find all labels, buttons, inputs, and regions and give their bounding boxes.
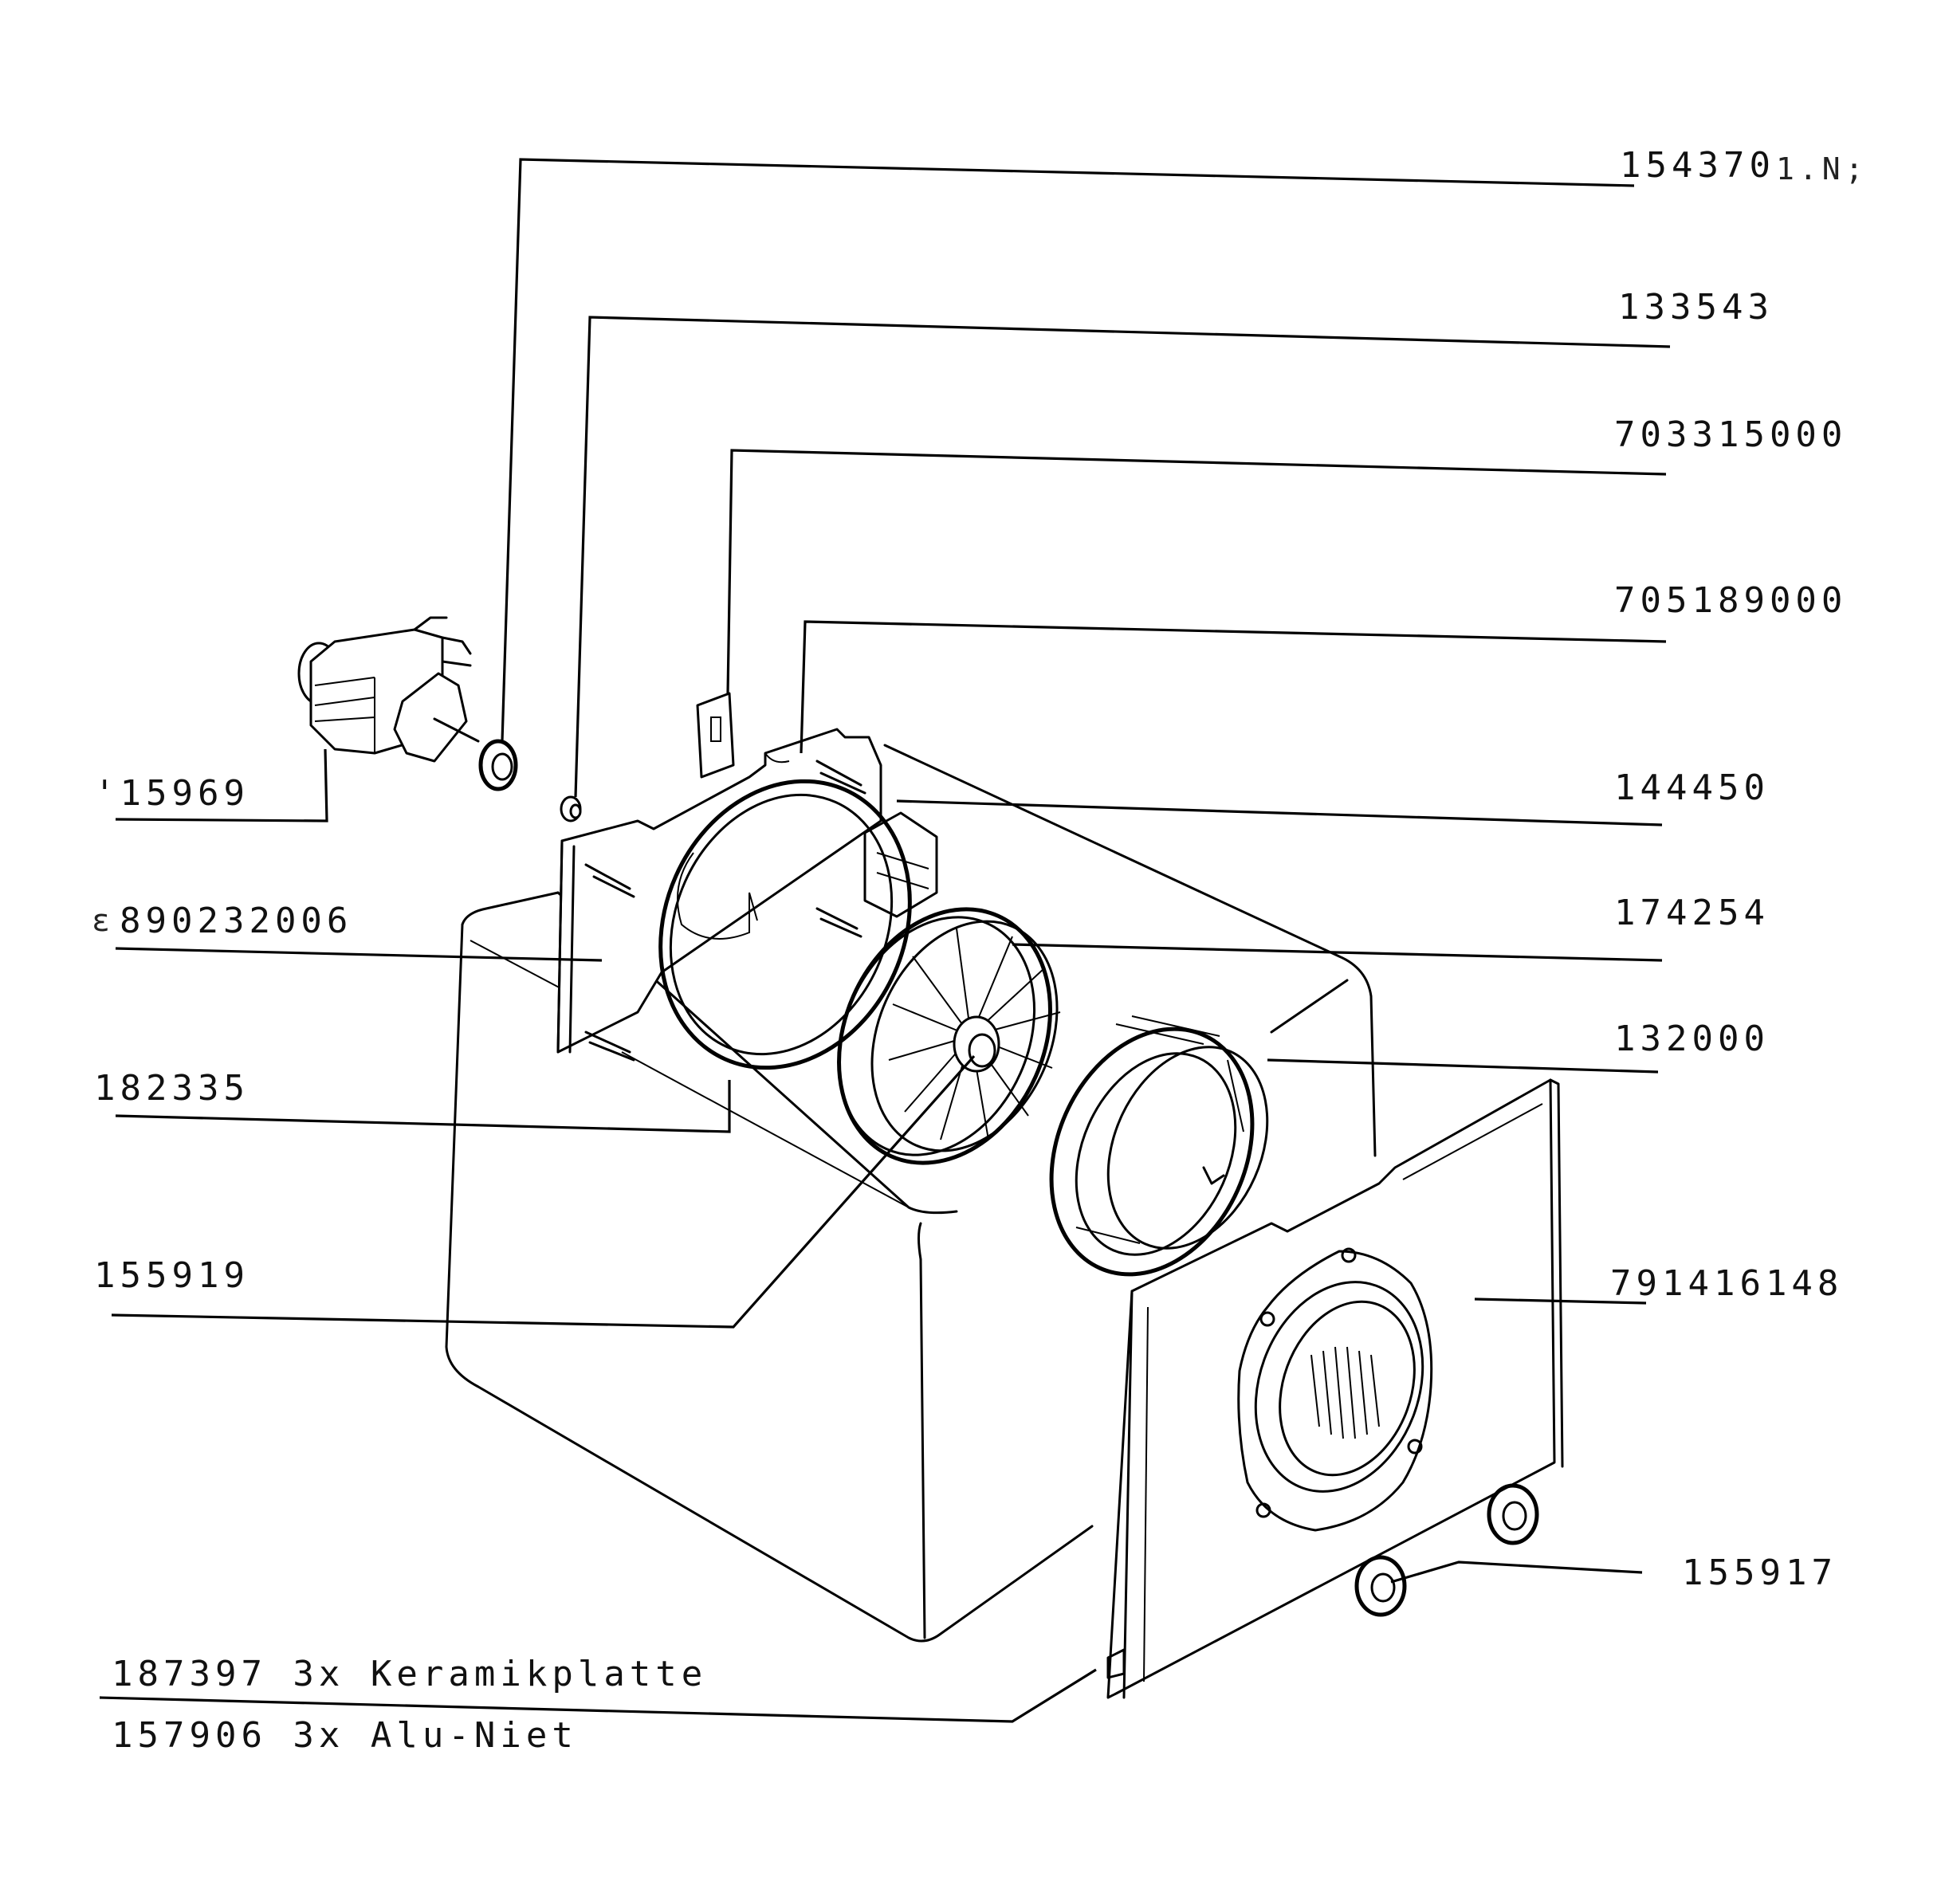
filter-ring — [1049, 1015, 1269, 1277]
front-panel — [1106, 1078, 1564, 1699]
leader-187397 — [99, 1668, 1097, 1723]
leader-703315000 — [726, 449, 1667, 694]
label-182335: 182335 — [94, 1068, 250, 1109]
label-155917: 155917 — [1682, 1553, 1837, 1593]
label-154370-note: 1.N; — [1776, 151, 1868, 186]
label-791416148: 791416148 — [1610, 1263, 1843, 1304]
leader-155919 — [111, 1054, 976, 1329]
leader-154370 — [501, 158, 1635, 742]
fan-wheel — [837, 907, 1061, 1165]
leader-791416148 — [1474, 1297, 1647, 1305]
label-154370: 154370 — [1620, 145, 1775, 186]
motor-assembly — [297, 616, 735, 822]
sealing-ring — [658, 779, 912, 1070]
label-115969: '15969 — [94, 773, 250, 814]
label-703315000: 703315000 — [1614, 414, 1847, 455]
leader-890232006 — [115, 947, 603, 962]
leader-115969 — [115, 748, 328, 822]
housing-box — [445, 744, 1377, 1643]
leader-174254 — [1012, 943, 1663, 962]
label-155919: 155919 — [94, 1255, 250, 1296]
leader-182335 — [115, 1080, 731, 1133]
label-705189000: 705189000 — [1614, 580, 1847, 621]
leader-705189000 — [800, 620, 1667, 754]
label-187397: 187397 3x Keramikplatte — [112, 1654, 707, 1694]
label-132000: 132000 — [1614, 1019, 1770, 1059]
label-174254: 174254 — [1614, 893, 1770, 933]
label-890232006-prefix: ε — [92, 903, 115, 938]
label-133543: 133543 — [1618, 287, 1774, 328]
label-890232006: 890232006 — [120, 901, 352, 941]
label-157906: 157906 3x Alu-Niet — [112, 1715, 578, 1756]
nuts — [1354, 1483, 1539, 1617]
leader-155917 — [1390, 1560, 1643, 1584]
part-labels: 154370 1.N; 133543 703315000 705189000 '… — [92, 145, 1868, 1756]
leader-132000 — [1267, 1058, 1659, 1074]
leader-133543 — [574, 316, 1671, 798]
mount-plate — [556, 728, 938, 1062]
leader-144450 — [896, 799, 1663, 826]
leader-lines — [99, 158, 1671, 1723]
label-144450: 144450 — [1614, 767, 1770, 808]
